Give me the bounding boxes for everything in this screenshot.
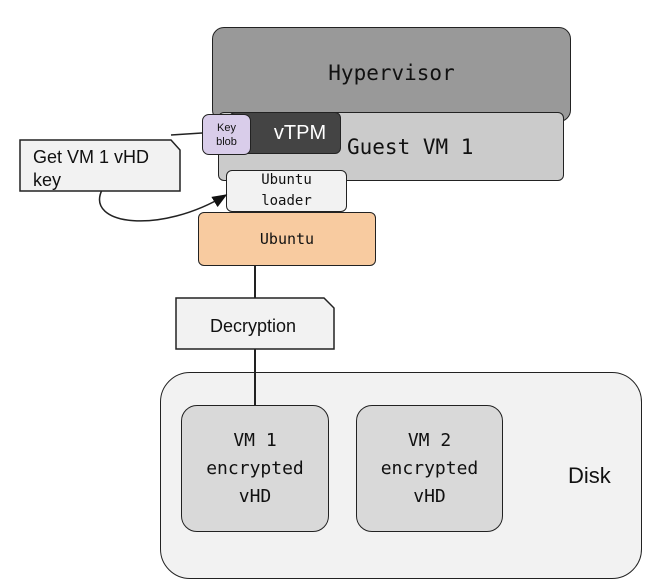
note-label-line1: Get VM 1 vHD bbox=[33, 147, 149, 167]
vm1-label-line1: VM 1 bbox=[233, 429, 277, 451]
key-blob-label-line1: Key bbox=[217, 121, 236, 134]
hypervisor-box: Hypervisor bbox=[212, 27, 571, 122]
note-label-line2: key bbox=[33, 170, 61, 190]
connector-keyblob-note bbox=[170, 132, 203, 136]
ubuntu-label: Ubuntu bbox=[259, 230, 315, 248]
ubuntu-box: Ubuntu bbox=[198, 212, 376, 266]
decryption-shape bbox=[175, 297, 335, 350]
decryption-label: Decryption bbox=[210, 316, 296, 336]
connector-decryption-vm1 bbox=[254, 349, 256, 405]
vm2-label-line1: VM 2 bbox=[407, 429, 452, 451]
ubuntu-loader-box: Ubuntu loader bbox=[226, 170, 347, 212]
hypervisor-label: Hypervisor bbox=[328, 60, 455, 85]
vm2-label-line2: encrypted bbox=[380, 457, 479, 479]
guest-vm-label: Guest VM 1 bbox=[347, 134, 474, 159]
key-blob-label-line2: blob bbox=[216, 135, 237, 148]
connector-ubuntu-decryption bbox=[254, 266, 256, 298]
note-shape bbox=[19, 139, 181, 192]
key-blob-box: Key blob bbox=[202, 114, 251, 155]
vm1-encrypted-vhd: VM 1 encrypted vHD bbox=[181, 405, 329, 532]
vm1-label-line2: encrypted bbox=[206, 457, 304, 479]
vm2-label-line3: vHD bbox=[413, 485, 446, 507]
ubuntu-loader-label-line1: Ubuntu bbox=[261, 172, 312, 188]
ubuntu-loader-label-line2: loader bbox=[261, 193, 312, 209]
guest-vm-box: Guest VM 1 bbox=[218, 112, 564, 181]
vtpm-label: vTPM bbox=[273, 121, 327, 144]
arrow-note-to-loader bbox=[98, 189, 228, 222]
vm1-label-line3: vHD bbox=[238, 485, 272, 507]
disk-label: Disk bbox=[568, 463, 611, 488]
vm2-encrypted-vhd: VM 2 encrypted vHD bbox=[356, 405, 503, 532]
